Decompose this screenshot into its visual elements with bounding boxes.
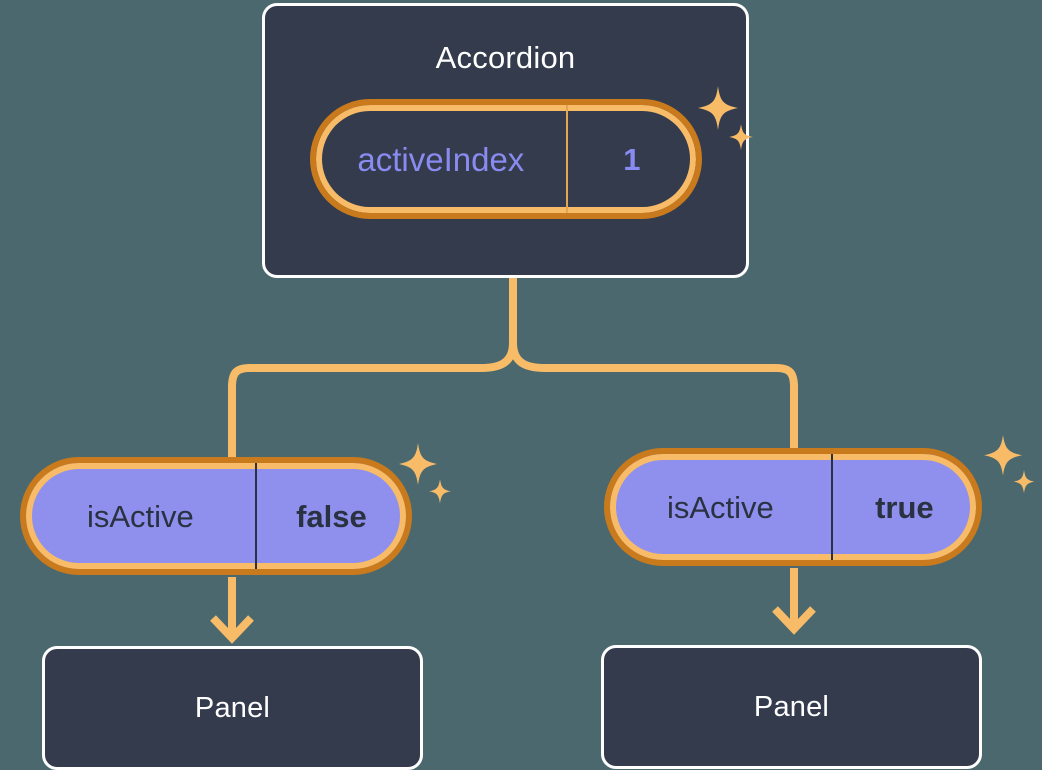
state-pill-value: true — [875, 489, 934, 525]
connector-branch-right — [509, 342, 798, 455]
panel-title: Panel — [753, 690, 830, 723]
state-pill-key: isActive — [26, 463, 257, 569]
panel-component-left[interactable]: Panel — [42, 646, 423, 770]
state-pill-activeindex[interactable]: activeIndex 1 — [310, 99, 702, 219]
state-pill-isactive-false[interactable]: isActive false — [20, 457, 412, 575]
panel-component-right[interactable]: Panel — [601, 645, 982, 769]
state-pill-value: false — [296, 498, 367, 534]
panel-title: Panel — [194, 691, 271, 724]
state-pill-isactive-true[interactable]: isActive true — [604, 448, 982, 566]
accordion-title: Accordion — [435, 40, 576, 75]
state-pill-value: 1 — [623, 141, 641, 177]
sparkle-icon-right-pill — [982, 435, 1040, 501]
state-pill-key: isActive — [610, 454, 833, 560]
state-pill-key: activeIndex — [316, 105, 568, 213]
arrow-right-pill-to-panel — [772, 568, 816, 635]
connector-branch-left — [228, 342, 517, 462]
arrow-left-pill-to-panel — [210, 577, 254, 644]
